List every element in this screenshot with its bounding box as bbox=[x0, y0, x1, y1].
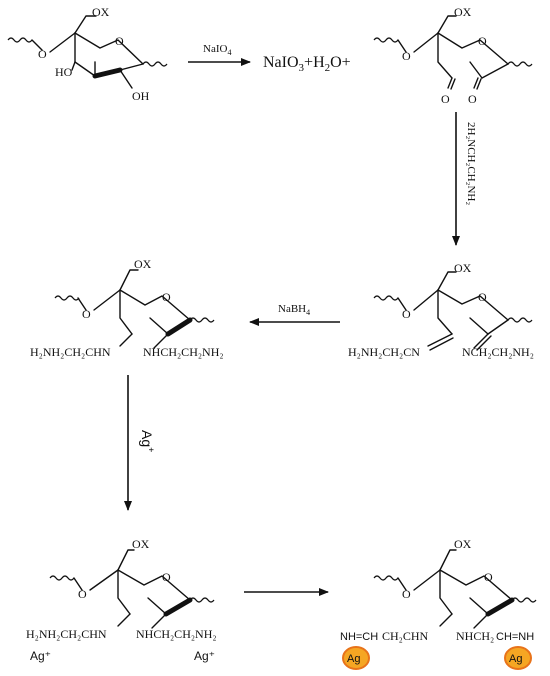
glycosidic-oxygen: O bbox=[38, 47, 47, 61]
silver-nanoparticle-unit: O OX O NH=CH CH₂CHN NHCH₂ CH=NH Ag Ag bbox=[340, 537, 537, 670]
dialdehyde-unit: O OX O O O bbox=[373, 5, 533, 106]
ring-oxygen-2: O bbox=[478, 34, 487, 48]
ox-label-3: OX bbox=[454, 261, 472, 275]
ox-label-2: OX bbox=[454, 5, 472, 19]
glycosidic-oxygen-5: O bbox=[78, 587, 87, 601]
diamine-label: 2H₂NCH₂CH₂NH₂ bbox=[465, 122, 477, 205]
silver-np-label-left: Ag bbox=[347, 653, 360, 665]
silver-complex-unit: O OX O H₂NH₂CH₂CHN NHCH₂CH₂NH₂ Ag⁺ Ag⁺ bbox=[26, 537, 217, 663]
ring-oxygen-4: O bbox=[162, 290, 171, 304]
ring-oxygen-3: O bbox=[478, 290, 487, 304]
ox-label-5: OX bbox=[132, 537, 150, 551]
complex-left-substituent: H₂NH₂CH₂CHN bbox=[26, 627, 107, 641]
glycosidic-oxygen-6: O bbox=[402, 587, 411, 601]
silver-ion-right: Ag⁺ bbox=[194, 649, 215, 663]
glycosidic-oxygen-2: O bbox=[402, 49, 411, 63]
periodate-label: NaIO4 bbox=[203, 43, 231, 57]
imine-unit: O OX O H₂NH₂CH₂CN NCH₂CH₂NH₂ bbox=[348, 261, 534, 359]
aldehyde-oxygen-2: O bbox=[468, 92, 477, 106]
np-left-chain: CH₂CHN bbox=[382, 629, 429, 643]
ox-label-4: OX bbox=[134, 257, 152, 271]
amine-left-substituent: H₂NH₂CH₂CHN bbox=[30, 345, 111, 359]
imine-right-substituent: NCH₂CH₂NH₂ bbox=[462, 345, 534, 359]
chain-wave-right bbox=[142, 61, 168, 67]
amine-unit: O OX O H₂NH₂CH₂CHN NHCH₂CH₂NH₂ bbox=[30, 257, 224, 359]
silver-nanoparticle-left bbox=[342, 646, 370, 670]
aldehyde-oxygen-1: O bbox=[441, 92, 450, 106]
ring-oxygen-1: O bbox=[115, 34, 124, 48]
imine-left-substituent: H₂NH₂CH₂CN bbox=[348, 345, 420, 359]
ox-label-1: OX bbox=[92, 5, 110, 19]
silver-nanoparticle-right bbox=[504, 646, 532, 670]
silver-np-label-right: Ag bbox=[509, 653, 522, 665]
ring-oxygen-6: O bbox=[484, 570, 493, 584]
glycosidic-oxygen-3: O bbox=[402, 307, 411, 321]
chain-wave-left bbox=[7, 37, 33, 43]
hydroxyl-label-1: HO bbox=[55, 65, 73, 79]
hydroxyl-label-2: OH bbox=[132, 89, 150, 103]
cellulose-unit: O OX O HO OH bbox=[7, 5, 168, 103]
amine-right-substituent: NHCH₂CH₂NH₂ bbox=[143, 345, 224, 359]
ox-label-6: OX bbox=[454, 537, 472, 551]
np-right-imine: CH=NH bbox=[496, 631, 534, 643]
byproduct-label: NaIO3+H2O+ bbox=[263, 54, 351, 74]
borohydride-label: NaBH4 bbox=[278, 303, 310, 317]
complex-right-substituent: NHCH₂CH₂NH₂ bbox=[136, 627, 217, 641]
np-left-imine: NH=CH bbox=[340, 631, 378, 643]
silver-ion-left: Ag⁺ bbox=[30, 649, 51, 663]
glycosidic-oxygen-4: O bbox=[82, 307, 91, 321]
np-right-chain: NHCH₂ bbox=[456, 629, 494, 643]
silver-ion-label: Ag+ bbox=[139, 430, 156, 452]
ring-oxygen-5: O bbox=[162, 570, 171, 584]
